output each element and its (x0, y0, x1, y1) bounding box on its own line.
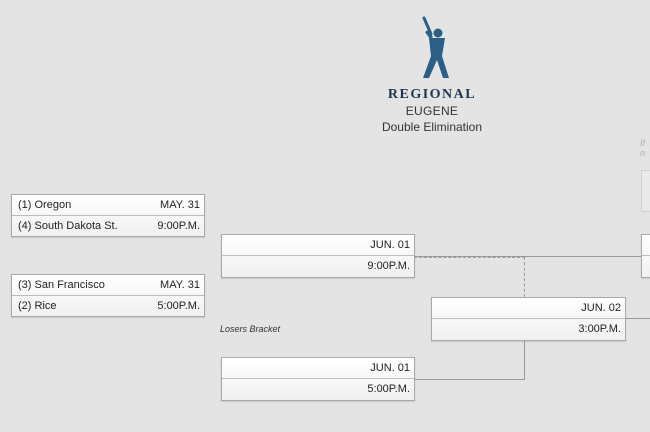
game-box-winners-round2[interactable]: JUN. 01 9:00P.M. (221, 234, 415, 278)
team-row (642, 255, 650, 275)
connector-w2-to-l2-dashed-vertical (524, 257, 525, 297)
team-name: (2) Rice (18, 300, 57, 312)
game-date: JUN. 01 (370, 362, 410, 374)
connector-l2-to-right (625, 318, 650, 319)
game-box-losers-round2[interactable]: JUN. 02 3:00P.M. (431, 297, 626, 341)
tournament-format: Double Elimination (381, 120, 483, 134)
game-time: 5:00P.M. (157, 300, 200, 312)
region-title: REGIONAL (387, 87, 477, 102)
batter-logo-icon (422, 16, 449, 78)
game-time: 3:00P.M. (578, 323, 621, 335)
game-box-next-round-partial[interactable] (641, 234, 650, 278)
if-necessary-note: If n (640, 138, 646, 158)
team-row: (3) San Francisco MAY. 31 (12, 275, 204, 295)
game-box-losers-round1[interactable]: JUN. 01 5:00P.M. (221, 357, 415, 401)
team-row: (4) South Dakota St. 9:00P.M. (12, 215, 204, 235)
game-box-oregon-sdst[interactable]: (1) Oregon MAY. 31 (4) South Dakota St. … (11, 194, 205, 237)
connector-l1-to-l2-vertical (524, 340, 525, 380)
region-city: EUGENE (405, 104, 459, 118)
team-name: (3) San Francisco (18, 279, 105, 291)
game-date: MAY. 31 (160, 199, 200, 211)
team-row: 5:00P.M. (222, 378, 414, 398)
game-date: MAY. 31 (160, 279, 200, 291)
game-box-sf-rice[interactable]: (3) San Francisco MAY. 31 (2) Rice 5:00P… (11, 274, 205, 317)
game-date: JUN. 01 (370, 239, 410, 251)
team-row: 3:00P.M. (432, 318, 625, 338)
connector-l1-to-l2-horizontal (414, 379, 525, 380)
game-time: 5:00P.M. (367, 383, 410, 395)
game-time: 9:00P.M. (367, 260, 410, 272)
team-row: (1) Oregon MAY. 31 (12, 195, 204, 215)
connector-w2-to-l2-dashed (414, 257, 525, 258)
team-row: JUN. 02 (432, 298, 625, 318)
game-time: 9:00P.M. (157, 220, 200, 232)
next-round-ghost-box (641, 170, 650, 212)
connector-w2-to-right (414, 256, 650, 257)
team-row: 9:00P.M. (222, 255, 414, 275)
losers-bracket-label: Losers Bracket (220, 324, 281, 334)
team-row (642, 235, 650, 255)
team-name: (4) South Dakota St. (18, 220, 118, 232)
team-name: (1) Oregon (18, 199, 72, 211)
team-row: JUN. 01 (222, 235, 414, 255)
team-row: (2) Rice 5:00P.M. (12, 295, 204, 315)
game-date: JUN. 02 (581, 302, 621, 314)
team-row: JUN. 01 (222, 358, 414, 378)
